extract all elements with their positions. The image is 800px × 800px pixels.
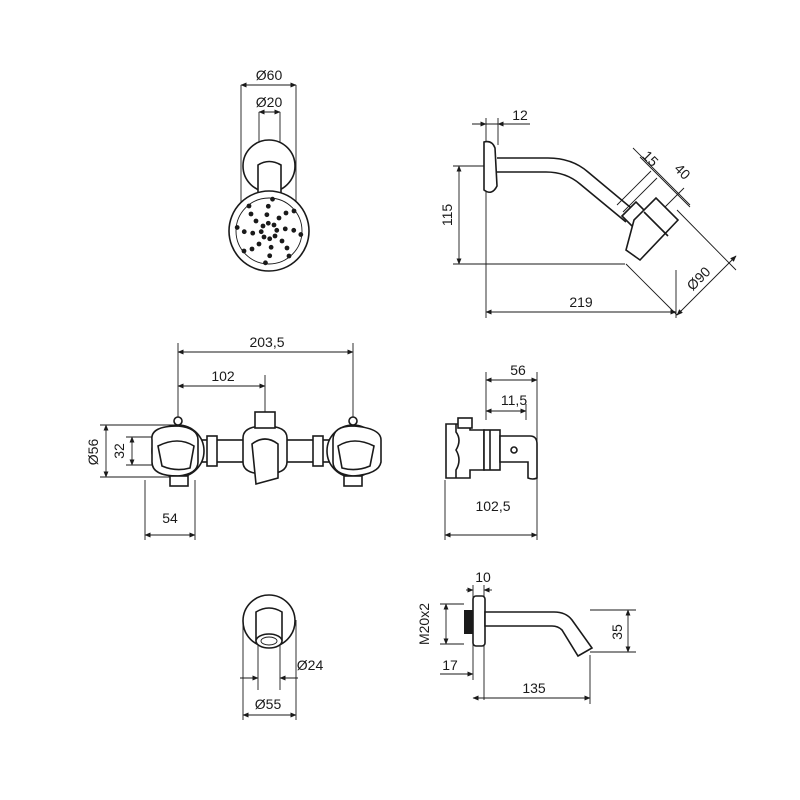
- spout-flange-side: [472, 595, 486, 647]
- dim-head-depth: 40: [671, 160, 693, 182]
- mixer-handle: [499, 435, 538, 480]
- center-diverter: [242, 411, 288, 486]
- wall-flange-side: [483, 140, 498, 194]
- threaded-connector: [464, 610, 473, 634]
- spout-pipe: [484, 611, 594, 658]
- dim-total-width: 203,5: [249, 334, 284, 350]
- dim-nut-length: 15: [639, 147, 661, 169]
- dim-inner-diameter: Ø20: [256, 94, 283, 110]
- dim-spout-flange-diameter: Ø55: [255, 696, 282, 712]
- showerhead-side-view: 12 115 15 40 Ø90 219: [439, 107, 737, 318]
- left-valve: [151, 416, 205, 487]
- shower-head-body: [625, 196, 680, 262]
- mixer-front-view: 203,5 102 Ø56 32 54: [85, 334, 382, 540]
- dim-inner-height: 32: [111, 443, 127, 459]
- mixer-side-view: 56 11,5 102,5: [444, 362, 538, 540]
- dim-head-diameter: Ø90: [683, 263, 713, 293]
- wall-box: [445, 423, 485, 479]
- dim-body-diameter: Ø56: [85, 439, 101, 466]
- dim-handle-depth: 56: [510, 362, 526, 378]
- spout-front-view: Ø24 Ø55: [240, 594, 324, 720]
- dim-spout-length: 135: [522, 680, 546, 696]
- dim-spout-height: 35: [609, 624, 625, 640]
- dim-spout-offset: 17: [442, 657, 458, 673]
- mixer-collar: [483, 429, 501, 471]
- spout-body-front: [255, 607, 283, 641]
- showerhead-front-view: Ø60 Ø20: [228, 67, 310, 272]
- dim-thread-size: M20x2: [416, 603, 432, 645]
- dim-height: 115: [439, 204, 455, 227]
- right-valve: [326, 416, 382, 487]
- dim-total-depth: 102,5: [475, 498, 510, 514]
- dim-projection-length: 219: [569, 294, 593, 310]
- dim-offset: 54: [162, 510, 178, 526]
- dim-spout-flange: 10: [475, 569, 491, 585]
- dim-outer-diameter: Ø60: [256, 67, 283, 83]
- spout-outlet: [255, 633, 283, 649]
- dim-collar-depth: 11,5: [501, 392, 527, 408]
- dim-flange-thickness: 12: [512, 107, 528, 123]
- dim-spout-inner-diameter: Ø24: [297, 657, 324, 673]
- dim-center-distance: 102: [211, 368, 235, 384]
- spout-side-view: 10 M20x2 17 35 135: [416, 569, 636, 704]
- spray-nozzles: [234, 196, 304, 266]
- shower-arm-pipe: [497, 157, 637, 223]
- shower-head-face: [228, 190, 310, 272]
